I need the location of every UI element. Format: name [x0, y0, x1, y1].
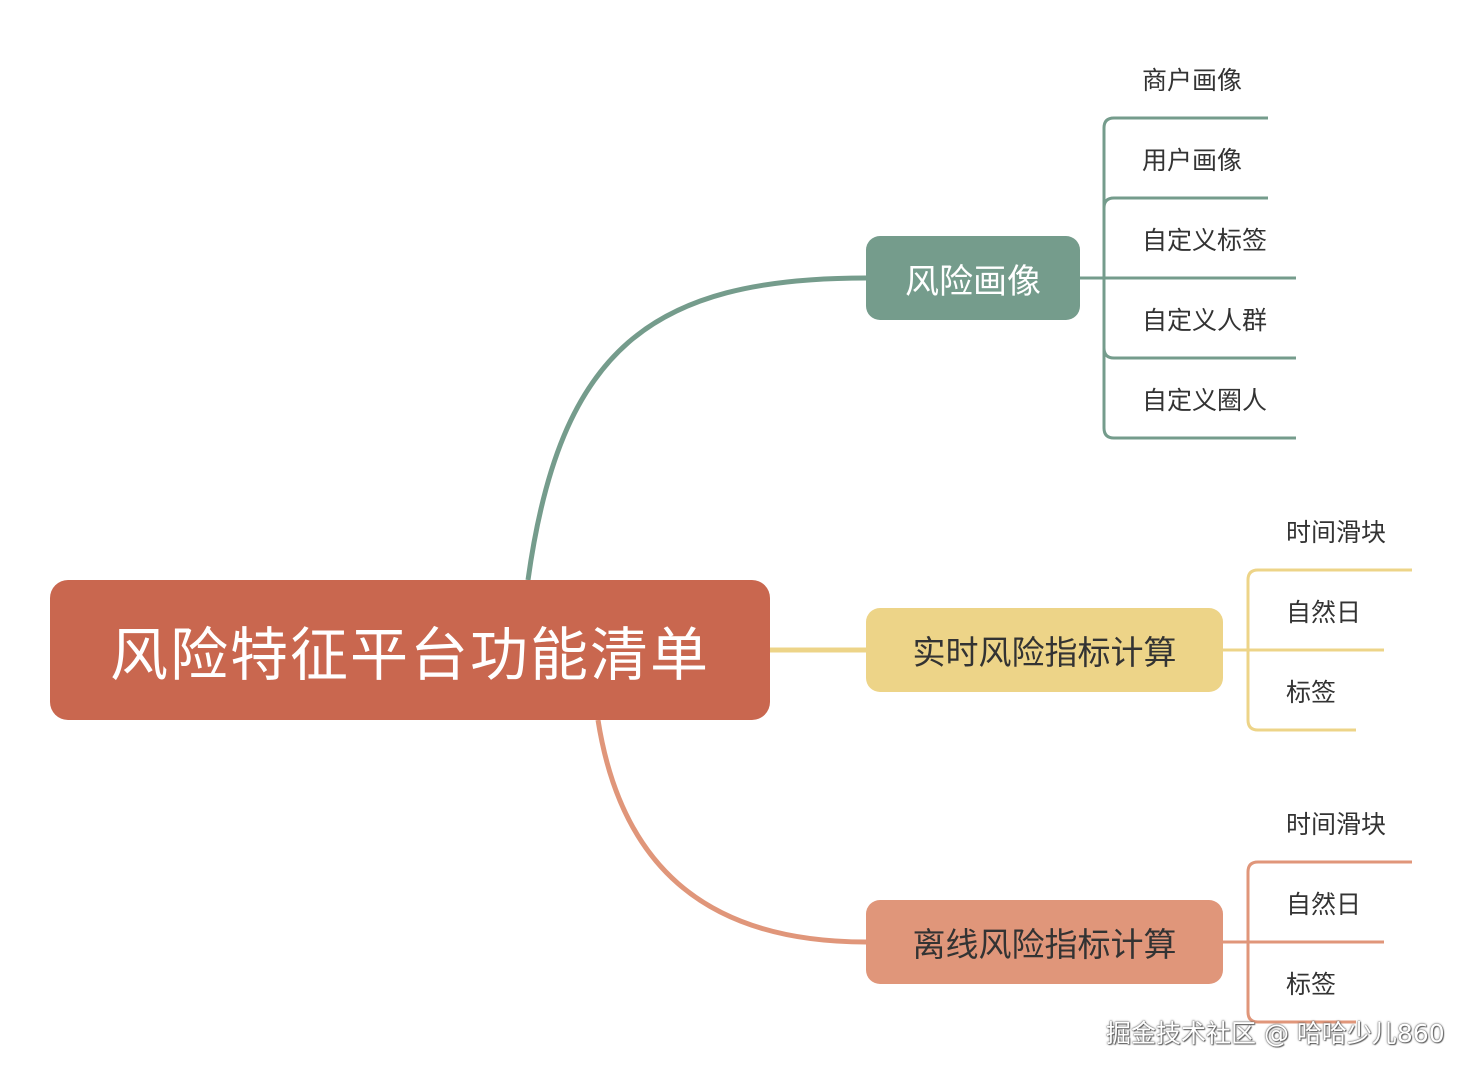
bracket-profile — [1080, 116, 1296, 440]
leaf-node[interactable]: 自定义人群 — [1142, 306, 1268, 335]
connector-root-profile — [525, 275, 867, 581]
leaf-node[interactable]: 标签 — [1286, 678, 1337, 707]
branch-node-realtime-metrics[interactable]: 实时风险指标计算 — [866, 608, 1223, 692]
leaf-node[interactable]: 用户画像 — [1142, 146, 1243, 175]
root-node[interactable]: 风险特征平台功能清单 — [50, 580, 770, 720]
leaf-node[interactable]: 自然日 — [1286, 598, 1362, 627]
leaf-node[interactable]: 时间滑块 — [1286, 518, 1387, 547]
leaf-node[interactable]: 时间滑块 — [1286, 810, 1387, 839]
bracket-offline — [1223, 860, 1412, 1024]
branch-node-offline-metrics[interactable]: 离线风险指标计算 — [866, 900, 1223, 984]
leaf-node[interactable]: 自定义圈人 — [1142, 386, 1268, 415]
branch-node-risk-profile[interactable]: 风险画像 — [866, 236, 1080, 320]
watermark: 掘金技术社区 @ 哈哈少儿860 — [1106, 1019, 1445, 1048]
leaf-node[interactable]: 自定义标签 — [1142, 226, 1268, 255]
leaf-node[interactable]: 标签 — [1286, 970, 1337, 999]
leaf-node[interactable]: 自然日 — [1286, 890, 1362, 919]
leaf-node[interactable]: 商户画像 — [1142, 66, 1243, 95]
connector-root-offline — [595, 719, 867, 945]
bracket-realtime — [1223, 568, 1412, 732]
